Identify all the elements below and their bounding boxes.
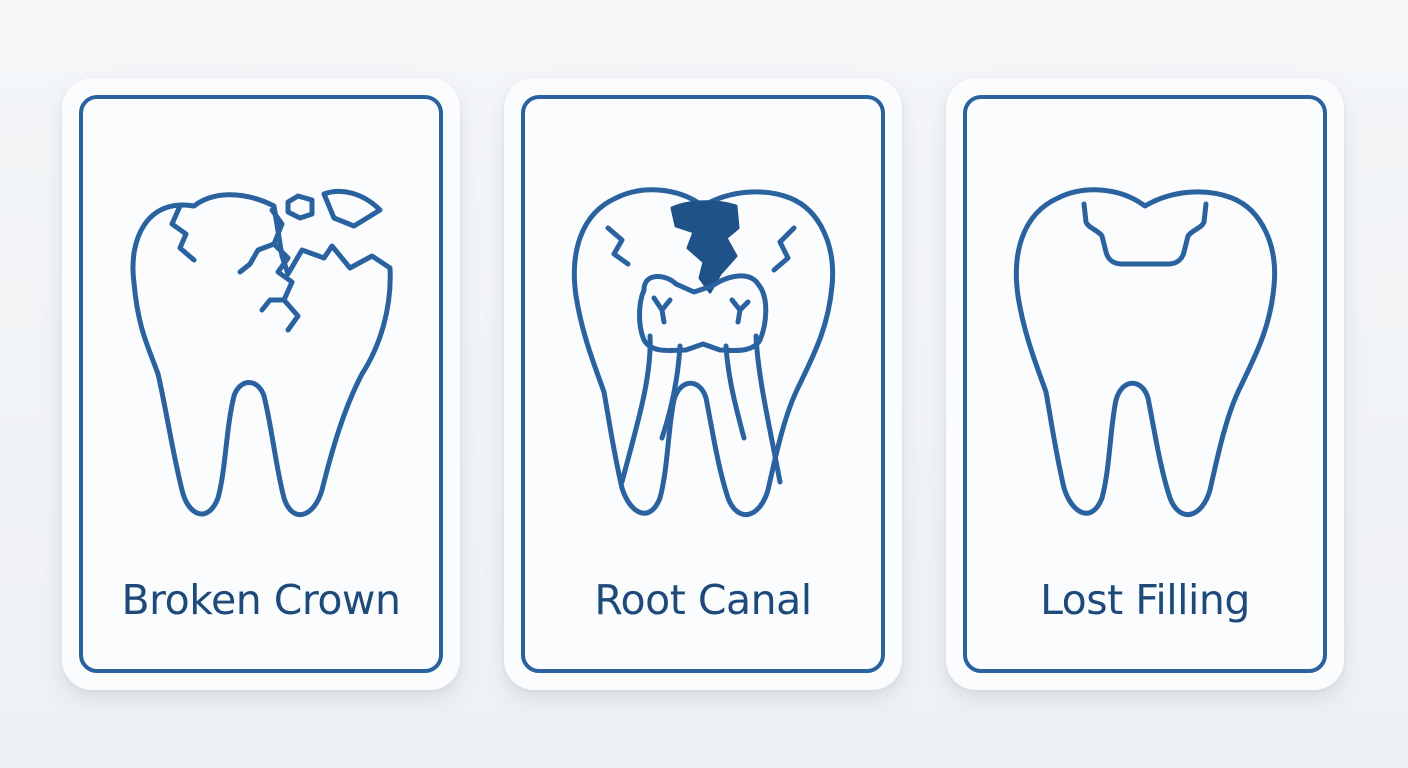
card-lost-filling[interactable]: Lost Filling [946, 78, 1344, 690]
card-broken-crown[interactable]: Broken Crown [62, 78, 460, 690]
broken-crown-tooth-icon [130, 188, 393, 518]
card-label: Broken Crown [121, 576, 401, 624]
card-frame [79, 95, 443, 673]
root-canal-tooth-icon [571, 187, 836, 518]
card-frame [963, 95, 1327, 673]
lost-filling-tooth-icon [1013, 187, 1278, 518]
card-root-canal[interactable]: Root Canal [504, 78, 902, 690]
card-frame [521, 95, 885, 673]
card-label: Root Canal [594, 576, 812, 624]
card-label: Lost Filling [1040, 576, 1250, 624]
